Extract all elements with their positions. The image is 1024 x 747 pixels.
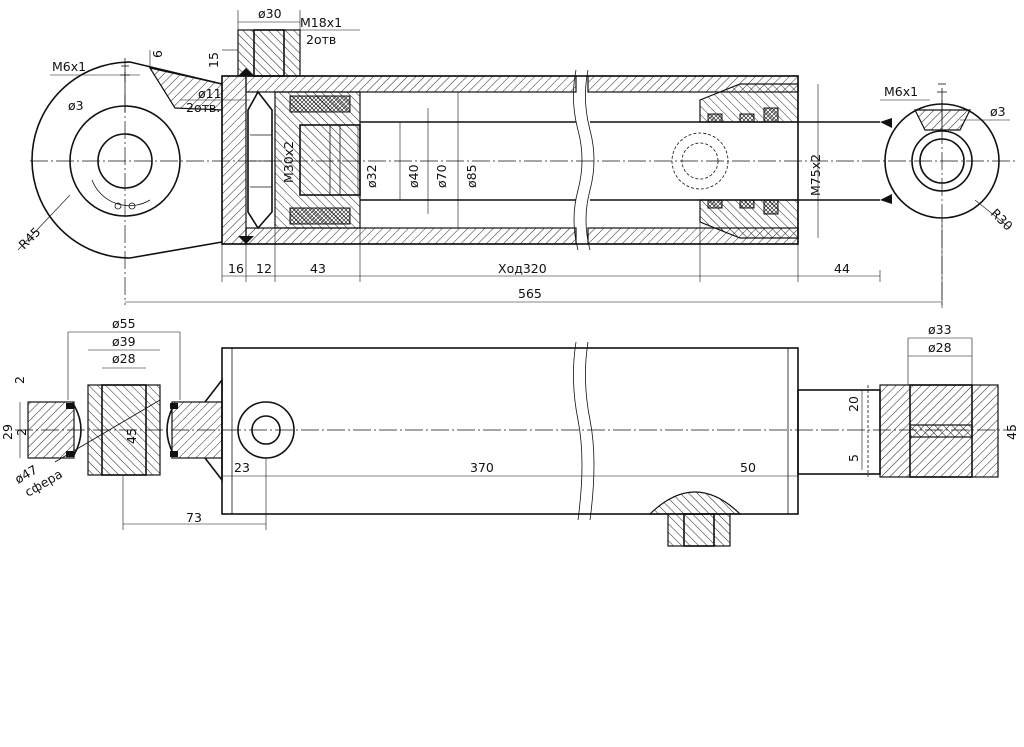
label-d3-left: ø3 [68,98,84,113]
label-dim20: 20 [846,396,861,412]
label-d30: ø30 [258,6,282,21]
label-d3-right: ø3 [990,104,1006,119]
barrel-outer [221,341,799,547]
label-dim50: 50 [740,460,756,475]
top-dims [50,10,1010,121]
label-m18-count: 2отв [306,32,336,47]
label-dim565: 565 [518,286,542,301]
label-d11-count: 2отв. [186,100,220,115]
label-dim2-top: 2 [12,376,27,384]
label-d28-right: ø28 [928,340,952,355]
label-d11: ø11 [198,86,222,101]
label-dim45-left: 45 [124,428,139,444]
label-r30: R30 [988,206,1016,234]
label-dim2-mid: 2 [14,428,29,436]
label-d39: ø39 [112,334,136,349]
label-stroke: Ход320 [498,261,547,276]
label-dim16: 16 [228,261,244,276]
label-dim23: 23 [234,460,250,475]
label-d28-left: ø28 [112,351,136,366]
label-dim370: 370 [470,460,494,475]
label-d40: ø40 [406,164,421,188]
label-m30: M30x2 [281,141,296,183]
label-d33: ø33 [928,322,952,337]
rod-and-right-lug [797,384,999,478]
length-dims [17,194,1011,308]
spherical-bearing [27,377,223,483]
label-dim15: 15 [206,52,221,68]
label-m75: M75x2 [808,154,823,196]
label-dim44: 44 [834,261,850,276]
label-d85: ø85 [464,164,479,188]
left-eye-lug [31,58,223,305]
label-dim45-right: 45 [1004,424,1019,440]
label-m18: M18x1 [300,15,342,30]
label-dim29: 29 [0,424,15,440]
label-dim73: 73 [186,510,202,525]
label-m6-right: M6x1 [884,84,918,99]
diameter-dims [299,84,819,238]
section-view: ø30 M18x1 2отв 15 M6x1 6 ø3 ø11 2отв. M3… [16,6,1016,308]
external-view: ø55 ø39 ø28 2 29 2 45 ø47 сфера 23 370 5… [0,316,1019,547]
label-d32: ø32 [364,164,379,188]
label-dim43: 43 [310,261,326,276]
piston [247,90,361,230]
rod-gland [699,83,892,239]
label-m6-left: M6x1 [52,59,86,74]
label-dim12: 12 [256,261,272,276]
label-dim5: 5 [846,454,861,462]
label-dim6: 6 [150,50,165,58]
bottom-dims [19,331,973,530]
label-d55: ø55 [112,316,136,331]
label-d70: ø70 [434,164,449,188]
